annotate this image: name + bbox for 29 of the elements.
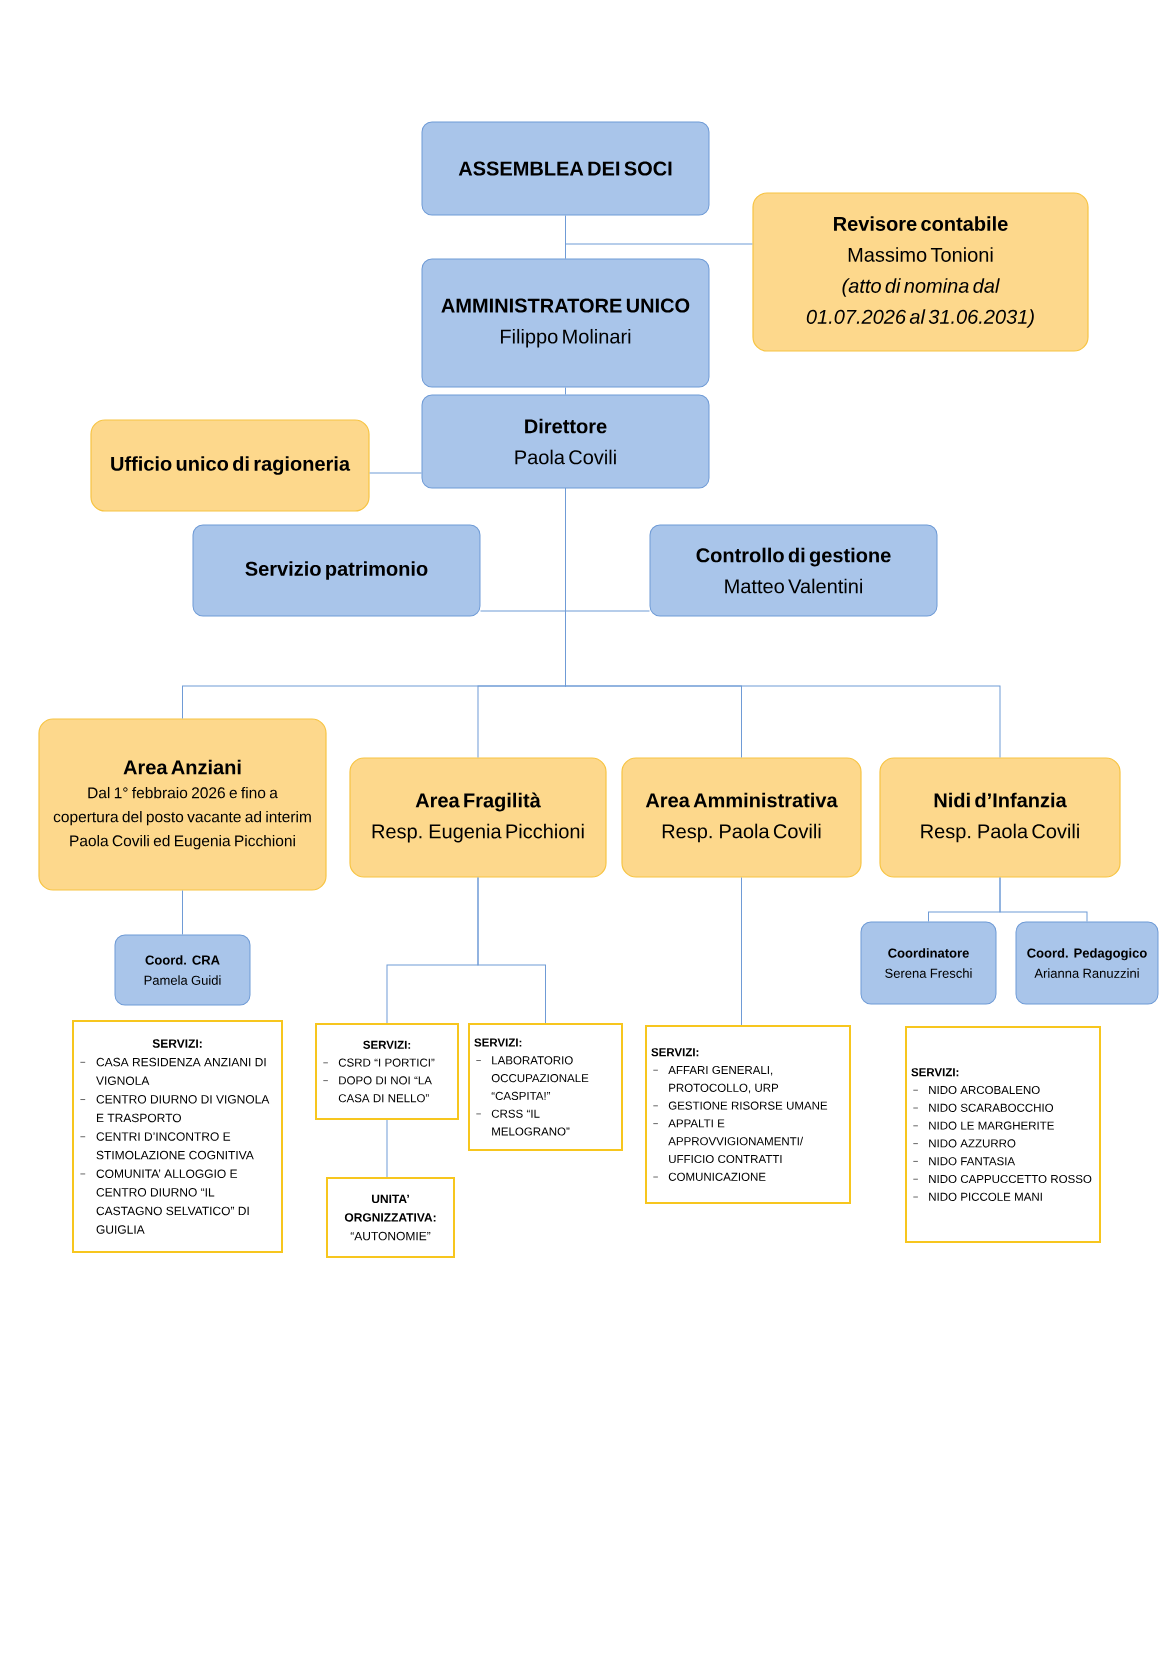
connector-line bbox=[565, 387, 566, 395]
org-box: Revisore contabile Massimo Tonioni (atto di nomina dal 01.07.2026 al 31.06.2031) bbox=[752, 192, 1089, 352]
connector-line bbox=[565, 243, 753, 259]
connector-line bbox=[386, 1119, 388, 1178]
org-box: Area Fragilità Resp. Eugenia Picchioni bbox=[349, 757, 607, 878]
service-list-box: SERVIZI: CSRD “I PORTICI” DOPO DI NOI “LA CASA DI NELLO” bbox=[315, 1023, 459, 1120]
connector-line bbox=[741, 877, 742, 1026]
org-box: Controllo di gestione Matteo Valentini bbox=[649, 524, 938, 617]
org-box: AMMINISTRATORE UNICO Filippo Molinari bbox=[421, 258, 710, 388]
org-box: Direttore Paola Covili bbox=[421, 394, 710, 489]
service-list-box: SERVIZI: NIDO ARCOBALENO NIDO SCARABOCCHIO NIDO LE MARGHERITE NIDO AZZURRO NIDO FANTASIA NIDO CAPPUCCETTO ROSSO NIDO PICCOLE MANI bbox=[905, 1026, 1101, 1243]
service-list-box: SERVIZI: AFFARI GENERALI, PROTOCOLLO, URP GESTIONE RISORSE UMANE APPALTI E APPROVVIGIONAMENTI/ UFFICIO CONTRATTI COMUNICAZIONE bbox=[645, 1025, 851, 1204]
org-box: Coord. CRA Pamela Guidi bbox=[114, 934, 251, 1006]
unit-box: UNITA’ ORGNIZZATIVA: “AUTONOMIE” bbox=[326, 1177, 455, 1258]
connector-line bbox=[182, 890, 183, 935]
connector-line bbox=[565, 488, 1001, 758]
service-list-box: SERVIZI: CASA RESIDENZA ANZIANI DI VIGNOLA CENTRO DIURNO DI VIGNOLA E TRASPORTO CENTRI D’INCONTRO E STIMOLAZIONE COGNITIVA COMUNITA’ ALLOGGIO E CENTRO DIURNO “IL CASTAGNO SELVATICO” DI GUIGLIA bbox=[72, 1020, 283, 1253]
service-list-box: SERVIZI: LABORATORIO OCCUPAZIONALE “CASPITA!” CRSS “IL MELOGRANO” bbox=[468, 1023, 623, 1151]
org-box: Ufficio unico di ragioneria bbox=[90, 419, 370, 512]
connector-line bbox=[999, 877, 1088, 922]
connector-line bbox=[477, 877, 546, 1024]
org-box: Coordinatore Serena Freschi bbox=[860, 921, 997, 1005]
connector-line bbox=[369, 472, 422, 474]
org-box: Coord. Pedagogico Arianna Ranuzzini bbox=[1015, 921, 1159, 1005]
org-box: Nidi d’Infanzia Resp. Paola Covili bbox=[879, 757, 1121, 878]
org-box: Area Anziani Dal 1° febbraio 2026 e fino a copertura del posto vacante ad interim Paola Covili ed Eugenia Picchioni bbox=[38, 718, 327, 891]
org-box: Servizio patrimonio bbox=[192, 524, 481, 617]
org-box: Area Amministrativa Resp. Paola Covili bbox=[621, 757, 862, 878]
org-box: ASSEMBLEA DEI SOCI bbox=[421, 121, 710, 216]
